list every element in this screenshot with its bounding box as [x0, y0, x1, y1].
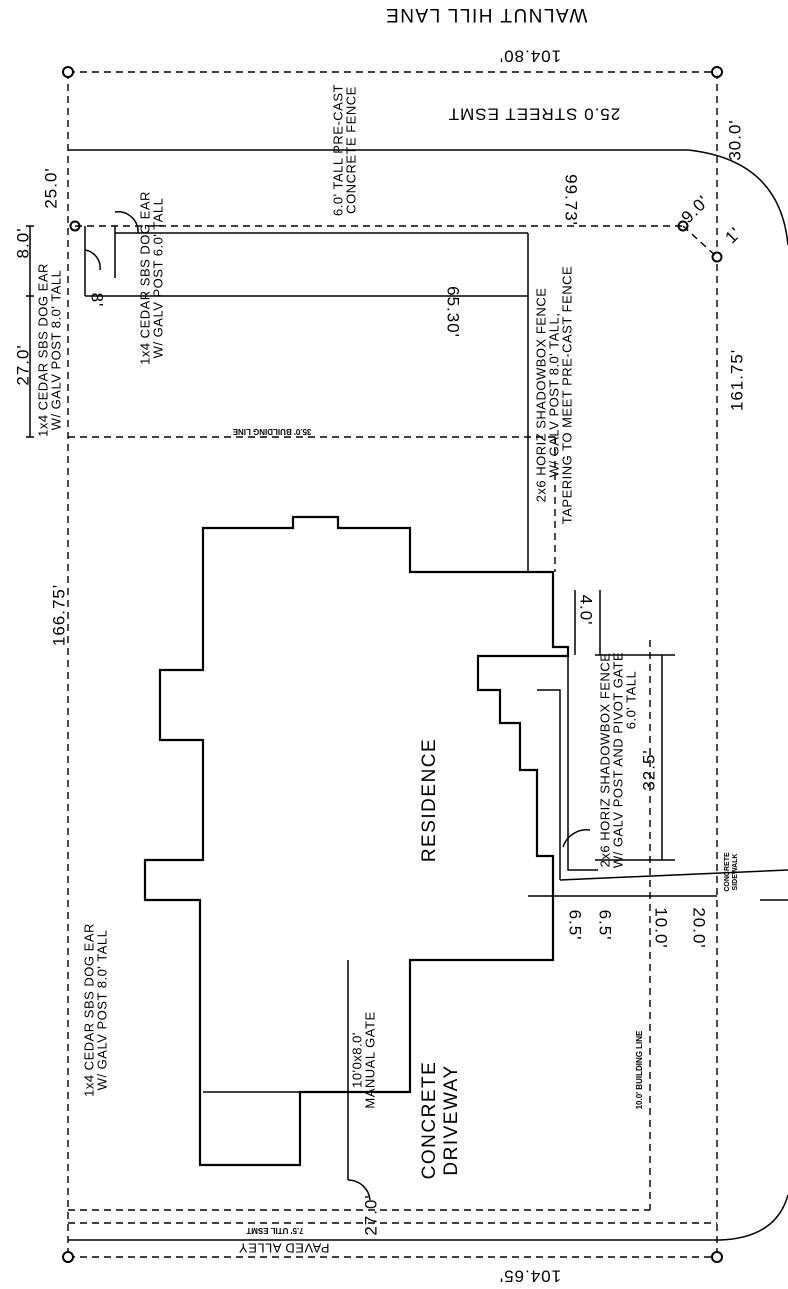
alley-label: PAVED ALLEY [238, 1241, 329, 1256]
dim-65: 65.30' [444, 286, 463, 338]
driveway-fence [347, 960, 371, 1201]
dim-4: 4.0' [577, 595, 596, 626]
fence-lines [75, 211, 718, 572]
top-width-dimension: 104.80' [499, 47, 561, 66]
precast-fence-label-1: 6.0' TALL PRE-CAST [330, 84, 345, 216]
dim-10: 10.0' [652, 907, 671, 948]
shadowbox-fence-label-a-3: TAPERING TO MEET PRE-CAST FENCE [559, 266, 574, 524]
cedar-fence-label-c-1: 1x4 CEDAR SBS DOG EAR [81, 923, 96, 1097]
building-lines [68, 436, 717, 1224]
street-easement-line [68, 149, 788, 1241]
left-depth-dimension: 166.75' [49, 584, 68, 646]
dimension-lines [26, 225, 34, 438]
cedar-fence-label-a-1: 1x4 CEDAR SBS DOG EAR [35, 263, 50, 437]
dim-1: 1' [721, 223, 745, 247]
dim-30: 30.0' [725, 119, 744, 160]
dim-25: 25.0' [41, 167, 60, 208]
sidewalk-label-1: CONCRETE [724, 852, 731, 892]
right-depth-dimension: 161.75' [727, 349, 746, 411]
dim-6-5-right: 6.5' [596, 910, 615, 941]
building-line-10-label: 10.0' BUILDING LINE [635, 1030, 644, 1109]
dim-27-top: 27.0' [13, 344, 32, 385]
cedar-fence-label-b-2: W/ GALV POST 6.0' TALL [150, 198, 165, 359]
dim-8b: 8' [88, 293, 107, 308]
precast-fence-label-2: CONCRETE FENCE [343, 86, 358, 214]
manual-gate-label-1: 10'0x8.0' [349, 1032, 364, 1088]
dim-6-5-left: 6.5' [566, 910, 585, 941]
dim-27-bottom: 27.0' [361, 1194, 380, 1235]
driveway-label-2: DRIVEWAY [441, 1064, 462, 1175]
shadowbox-fence-label-b-2: W/ GALV POST AND PIVOT GATE [610, 652, 625, 868]
dim-99: 99.73' [562, 174, 581, 226]
shadowbox-fence-label-b-1: 2x6 HORIZ SHADOWBOX FENCE [597, 653, 612, 868]
manual-gate-label-2: MANUAL GATE [362, 1011, 377, 1108]
property-boundary [67, 71, 718, 1258]
dim-8: 8.0' [13, 228, 32, 259]
side-fences [528, 590, 788, 897]
shadowbox-fence-label-a-2: W/ GALV POST 8.0' TALL, [546, 313, 561, 478]
corner-markers [62, 66, 723, 1263]
street-name: WALNUT HILL LANE [385, 4, 588, 25]
bottom-width-dimension: 104.65' [499, 1267, 561, 1286]
cedar-fence-label-c-2: W/ GALV POST 8.0' TALL [94, 930, 109, 1091]
cedar-fence-label-b-1: 1x4 CEDAR SBS DOG EAR [137, 191, 152, 365]
util-easement-label: 7.5' UTIL ESMT [246, 1226, 303, 1235]
building-line-35-label: 35.0' BUILDING LINE [232, 427, 311, 436]
cedar-fence-label-a-2: W/ GALV POST 8.0' TALL [48, 270, 63, 431]
sidewalk-label-2: SIDEWALK [732, 854, 739, 891]
residence-label: RESIDENCE [419, 738, 440, 862]
driveway-label-1: CONCRETE [419, 1061, 440, 1180]
shadowbox-fence-label-a-1: 2x6 HORIZ SHADOWBOX FENCE [533, 288, 548, 503]
dim-20: 20.0' [690, 907, 709, 948]
dim-32: 32.5' [639, 749, 658, 790]
residence-outline [143, 515, 570, 1167]
street-easement-label: 25.0 STREET ESMT [448, 105, 621, 124]
shadowbox-fence-label-b-3: 6.0' TALL [623, 671, 638, 730]
